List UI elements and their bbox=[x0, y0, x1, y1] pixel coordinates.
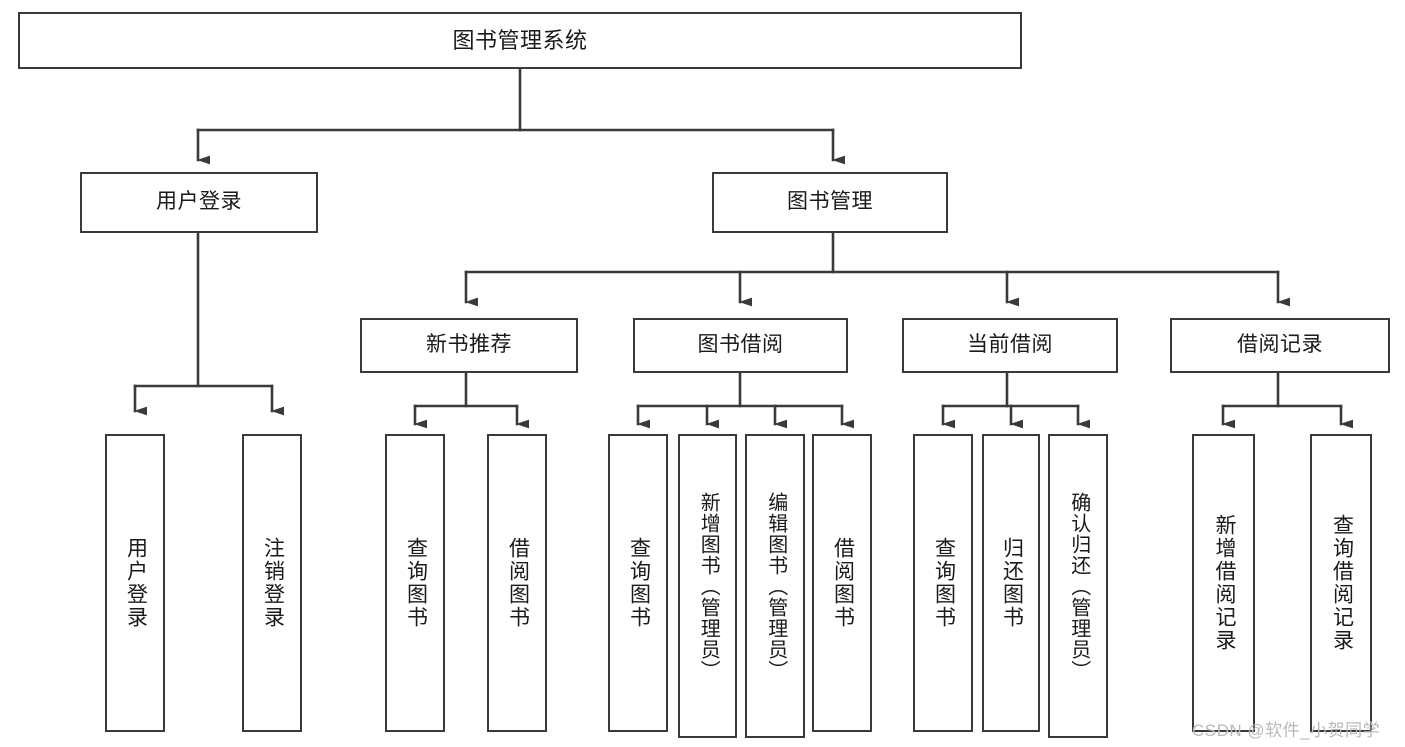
node-leaf-user-login[interactable]: 用户登录 bbox=[105, 434, 165, 732]
node-leaf-logout-login-label: 注销登录 bbox=[261, 537, 285, 629]
node-root-label: 图书管理系统 bbox=[452, 27, 588, 53]
csdn-watermark: CSDN @软件_小贺同学 bbox=[1192, 721, 1381, 740]
node-book-management[interactable]: 图书管理 bbox=[712, 172, 948, 233]
node-leaf-borrow-book-1[interactable]: 借阅图书 bbox=[487, 434, 547, 732]
node-leaf-add-book-admin[interactable]: 新增图书（管理员） bbox=[678, 434, 737, 738]
node-leaf-user-login-label: 用户登录 bbox=[124, 537, 148, 629]
node-leaf-query-borrow-record-label: 查询借阅记录 bbox=[1330, 514, 1354, 652]
node-leaf-query-book-2-label: 查询图书 bbox=[627, 537, 651, 629]
node-leaf-query-book-2[interactable]: 查询图书 bbox=[608, 434, 668, 732]
node-leaf-return-book-label: 归还图书 bbox=[1000, 537, 1024, 629]
node-borrow-record-label: 借阅记录 bbox=[1237, 333, 1323, 357]
node-new-book-recommend[interactable]: 新书推荐 bbox=[360, 318, 578, 373]
node-book-borrow[interactable]: 图书借阅 bbox=[633, 318, 848, 373]
node-leaf-query-book-1-label: 查询图书 bbox=[404, 537, 428, 629]
node-leaf-query-book-3[interactable]: 查询图书 bbox=[913, 434, 973, 732]
node-user-login[interactable]: 用户登录 bbox=[80, 172, 318, 233]
node-new-book-recommend-label: 新书推荐 bbox=[426, 333, 512, 357]
node-current-borrow-label: 当前借阅 bbox=[967, 333, 1053, 357]
node-leaf-logout-login[interactable]: 注销登录 bbox=[242, 434, 302, 732]
node-leaf-add-book-admin-label: 新增图书（管理员） bbox=[697, 491, 720, 681]
node-borrow-record[interactable]: 借阅记录 bbox=[1170, 318, 1390, 373]
node-leaf-borrow-book-1-label: 借阅图书 bbox=[506, 537, 530, 629]
node-book-borrow-label: 图书借阅 bbox=[697, 333, 784, 357]
node-leaf-confirm-return-admin[interactable]: 确认归还（管理员） bbox=[1048, 434, 1108, 738]
node-leaf-edit-book-admin-label: 编辑图书（管理员） bbox=[764, 491, 787, 681]
node-leaf-add-borrow-record[interactable]: 新增借阅记录 bbox=[1192, 434, 1255, 732]
node-leaf-add-borrow-record-label: 新增借阅记录 bbox=[1212, 514, 1236, 652]
node-book-management-label: 图书管理 bbox=[787, 190, 873, 214]
node-current-borrow[interactable]: 当前借阅 bbox=[902, 318, 1118, 373]
node-leaf-query-book-1[interactable]: 查询图书 bbox=[385, 434, 445, 732]
node-leaf-borrow-book-2[interactable]: 借阅图书 bbox=[812, 434, 872, 732]
node-leaf-edit-book-admin[interactable]: 编辑图书（管理员） bbox=[745, 434, 805, 738]
node-leaf-query-book-3-label: 查询图书 bbox=[932, 537, 956, 629]
node-root[interactable]: 图书管理系统 bbox=[18, 12, 1022, 69]
node-user-login-label: 用户登录 bbox=[156, 190, 242, 214]
node-leaf-return-book[interactable]: 归还图书 bbox=[982, 434, 1040, 732]
node-leaf-borrow-book-2-label: 借阅图书 bbox=[831, 537, 855, 629]
node-leaf-confirm-return-admin-label: 确认归还（管理员） bbox=[1067, 491, 1090, 681]
node-leaf-query-borrow-record[interactable]: 查询借阅记录 bbox=[1310, 434, 1372, 732]
